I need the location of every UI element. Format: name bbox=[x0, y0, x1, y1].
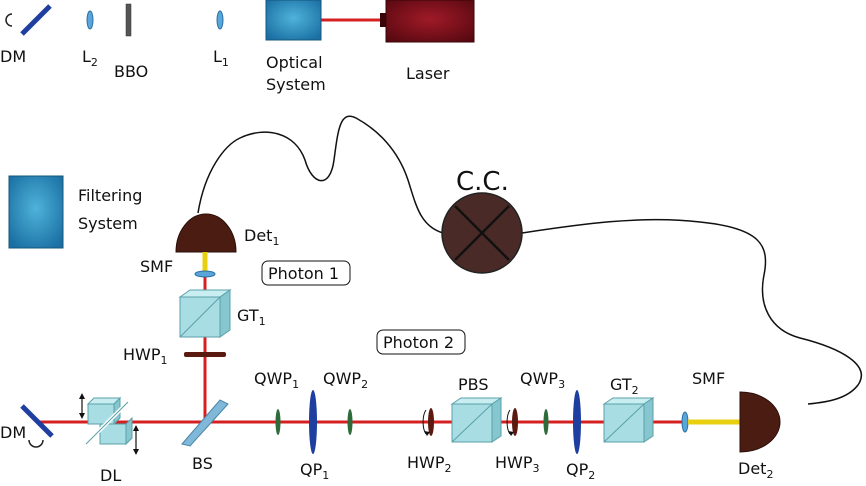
delay-line-arrow-down bbox=[133, 425, 139, 455]
photon1-label: Photon 1 bbox=[268, 264, 339, 283]
hwp1-label: HWP1 bbox=[123, 345, 168, 367]
gt2-label: GT2 bbox=[610, 375, 639, 397]
polarizing-beam-splitter bbox=[450, 397, 503, 443]
photon2-label: Photon 2 bbox=[383, 333, 454, 352]
delay-line-arrow-up bbox=[79, 393, 85, 419]
det2-label: Det2 bbox=[738, 459, 773, 481]
beam-splitter bbox=[181, 399, 229, 447]
pbs-label: PBS bbox=[458, 375, 489, 394]
qp1-label: QP1 bbox=[300, 460, 329, 482]
cc-label: C.C. bbox=[456, 167, 509, 197]
optical-system-label-1: Optical bbox=[266, 53, 323, 72]
coincidence-counter bbox=[441, 192, 523, 274]
dl-label: DL bbox=[100, 466, 121, 485]
bbo-crystal bbox=[125, 3, 132, 37]
laser-source bbox=[380, 0, 475, 43]
glan-thompson-2 bbox=[602, 397, 655, 443]
bs-label: BS bbox=[192, 454, 213, 473]
detector-2 bbox=[739, 391, 781, 453]
filtering-system-label-1: Filtering bbox=[78, 186, 142, 205]
smf-bottom-coupler bbox=[681, 411, 689, 433]
qwp3-label: QWP3 bbox=[520, 369, 565, 391]
qwp2-plate bbox=[347, 409, 353, 435]
lens-l2 bbox=[86, 10, 94, 30]
hwp1-plate bbox=[184, 352, 226, 357]
laser-label: Laser bbox=[406, 64, 450, 83]
optical-system-box bbox=[265, 0, 322, 41]
smf-bottom-label: SMF bbox=[692, 369, 725, 388]
dm-bottom-label: DM bbox=[0, 423, 26, 442]
dm-top-mirror bbox=[5, 4, 52, 36]
cable-det1-to-cc bbox=[197, 115, 444, 234]
hwp2-label: HWP2 bbox=[407, 453, 452, 475]
lens-l1-label: L1 bbox=[213, 47, 229, 69]
cable-cc-to-det2 bbox=[521, 218, 863, 405]
lens-l2-label: L2 bbox=[82, 47, 98, 69]
qp1-plate bbox=[309, 390, 317, 454]
lens-l1 bbox=[216, 10, 224, 30]
optical-system-label-2: System bbox=[266, 75, 326, 94]
smf-top-coupler bbox=[194, 270, 216, 278]
det1-label: Det1 bbox=[244, 226, 279, 248]
hwp3-label: HWP3 bbox=[495, 453, 540, 475]
gt1-label: GT1 bbox=[237, 306, 266, 328]
dm-top-label: DM bbox=[0, 47, 26, 66]
filtering-system-box bbox=[8, 175, 64, 249]
qp2-label: QP2 bbox=[566, 460, 595, 482]
bbo-label: BBO bbox=[114, 62, 148, 81]
qwp1-label: QWP1 bbox=[254, 369, 299, 391]
qwp2-label: QWP2 bbox=[323, 369, 368, 391]
photon1-tag bbox=[261, 260, 351, 286]
qwp1-plate bbox=[275, 409, 281, 435]
smf-top-label: SMF bbox=[140, 257, 173, 276]
qwp3-plate bbox=[543, 409, 549, 435]
qp2-plate bbox=[573, 390, 581, 454]
hwp2-plate bbox=[422, 408, 434, 436]
delay-line bbox=[84, 396, 133, 446]
filtering-system-label-2: System bbox=[78, 214, 138, 233]
dm-bottom-mirror bbox=[20, 404, 54, 448]
detector-1 bbox=[175, 213, 237, 253]
hwp3-plate bbox=[506, 408, 518, 436]
photon2-tag bbox=[376, 329, 466, 355]
glan-thompson-1 bbox=[178, 289, 232, 338]
